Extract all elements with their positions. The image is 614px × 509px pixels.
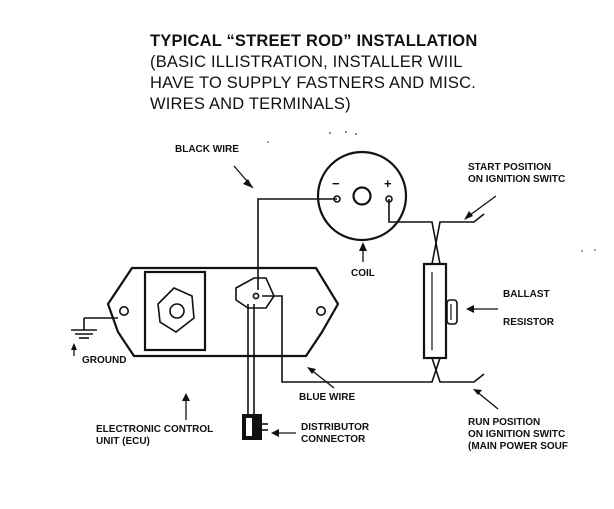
coil-body [316, 150, 408, 242]
labels: BLACK WIRE COIL START POSITION ON IGNITI… [82, 144, 568, 452]
start-position-label-1: START POSITION [468, 162, 551, 173]
leader-arrows [71, 165, 499, 437]
blue-wire [262, 295, 441, 383]
run-position-label-3: (MAIN POWER SOUF [468, 441, 568, 452]
ecu-mount-hole-right [315, 305, 326, 316]
ignition-coil: − + [316, 150, 408, 242]
distributor-label-1: DISTRIBUTOR [301, 422, 370, 433]
title-line-1: TYPICAL “STREET ROD” INSTALLATION [150, 32, 477, 50]
title-line-3: HAVE TO SUPPLY FASTNERS AND MISC. [150, 74, 476, 92]
title-line-4: WIRES AND TERMINALS) [150, 95, 351, 113]
wiring [83, 198, 485, 414]
ballast-body [422, 262, 448, 360]
start-position-wire [431, 213, 485, 265]
ecu-body [106, 266, 340, 358]
ecu-label-2: UNIT (ECU) [96, 436, 150, 447]
run-position-label-1: RUN POSITION [468, 417, 540, 428]
ground-label: GROUND [82, 355, 126, 366]
run-position-label-2: ON IGNITION SWITC [468, 429, 565, 440]
ballast-resistor [422, 262, 458, 360]
ballast-label-2: RESISTOR [503, 317, 555, 328]
distributor-label-2: CONNECTOR [301, 434, 366, 445]
scan-specks [267, 131, 596, 252]
coil-plus-sign: + [384, 176, 392, 191]
ecu-heatsink-frame [143, 270, 207, 352]
ground-symbol [71, 329, 97, 339]
coil-minus-sign: − [332, 176, 340, 191]
blue-wire-arrow [309, 368, 335, 389]
title-line-2: (BASIC ILLISTRATION, INSTALLER WIIL [150, 53, 463, 71]
run-position-arrow [475, 390, 499, 410]
coil-center-tower [352, 186, 372, 206]
ecu-label-1: ELECTRONIC CONTROL [96, 424, 213, 435]
black-wire [257, 198, 337, 290]
ecu-transistor-hole [169, 303, 185, 319]
blue-wire-label: BLUE WIRE [299, 392, 355, 403]
ballast-mount-tab [446, 299, 458, 325]
ecu-connector-terminal [252, 292, 260, 300]
run-position-wire [431, 357, 485, 383]
distributor-connector [242, 414, 268, 440]
start-position-label-2: ON IGNITION SWITC [468, 174, 565, 185]
black-wire-label: BLACK WIRE [175, 144, 239, 155]
coil-to-ballast-wire [388, 199, 441, 265]
ballast-label-1: BALLAST [503, 289, 550, 300]
ecu-connector-block [235, 277, 275, 309]
ecu-mount-hole-left [119, 305, 130, 316]
title-block: TYPICAL “STREET ROD” INSTALLATION (BASIC… [150, 32, 477, 113]
ecu-module [106, 266, 340, 358]
ecu-transistor [157, 287, 195, 333]
coil-label: COIL [351, 268, 375, 279]
